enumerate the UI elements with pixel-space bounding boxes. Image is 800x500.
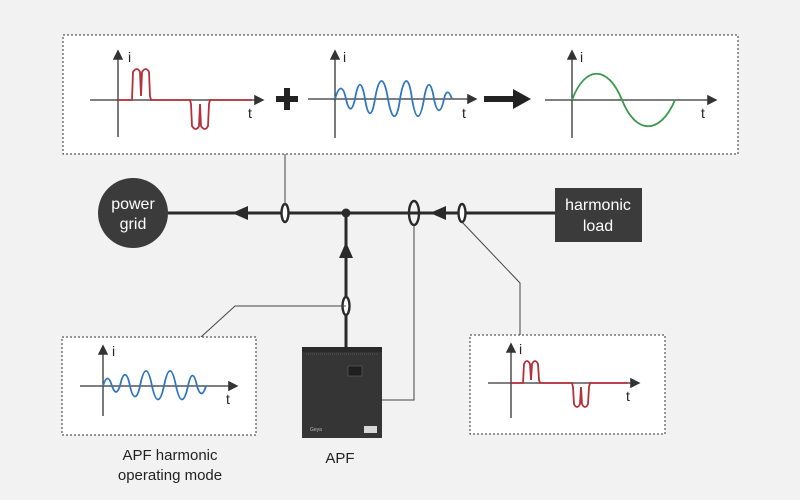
y-axis-label: i (112, 343, 115, 359)
x-axis-label: t (248, 105, 252, 121)
harmonic-load-label-line2: load (583, 218, 613, 235)
harmonic-load-label-line1: harmonic (565, 197, 631, 214)
power-grid-label-line2: grid (120, 216, 147, 233)
apf-mode-chart: i t (80, 343, 239, 416)
load-current-detail-chart: i t (488, 341, 641, 418)
connector-line (200, 305, 346, 338)
flow-arrow-up (339, 242, 353, 258)
compensation-current-chart: i t (308, 49, 478, 138)
ct-wire (382, 225, 415, 401)
grid-current-sensor (280, 202, 290, 224)
apf-mode-wave (102, 370, 207, 401)
load-current-chart: i t (90, 49, 265, 137)
flow-arrow-left (430, 206, 446, 220)
apf-mode-caption-line1: APF harmonic (122, 447, 218, 464)
apf-nameplate (364, 426, 377, 433)
x-axis-label: t (462, 105, 466, 121)
load-current-box (469, 334, 666, 435)
y-axis-label: i (580, 49, 583, 65)
power-grid-label-line1: power (111, 196, 155, 213)
power-grid-node: power grid (98, 178, 168, 248)
load-current-wave (118, 68, 252, 130)
result-arrow-icon (484, 89, 531, 109)
grid-current-chart: i t (545, 49, 718, 138)
connector-line (461, 221, 521, 335)
plus-icon (276, 88, 298, 110)
load-current-detail-wave (511, 360, 628, 408)
y-axis-label: i (128, 49, 131, 65)
y-axis-label: i (343, 49, 346, 65)
x-axis-label: t (626, 388, 630, 404)
apf-device-label: APF (325, 450, 354, 467)
grid-current-wave (571, 72, 676, 128)
load-current-sensor (457, 202, 467, 224)
x-axis-label: t (226, 391, 230, 407)
x-axis-label: t (701, 105, 705, 121)
apf-display (347, 365, 363, 377)
harmonic-load-node: harmonic load (555, 188, 642, 242)
apf-mode-caption-line2: operating mode (118, 467, 222, 484)
apf-device: Geya (302, 347, 382, 438)
flow-arrow-left (232, 206, 248, 220)
apf-brand-logo: Geya (310, 427, 322, 433)
compensation-current-wave (334, 80, 453, 118)
y-axis-label: i (519, 341, 522, 357)
